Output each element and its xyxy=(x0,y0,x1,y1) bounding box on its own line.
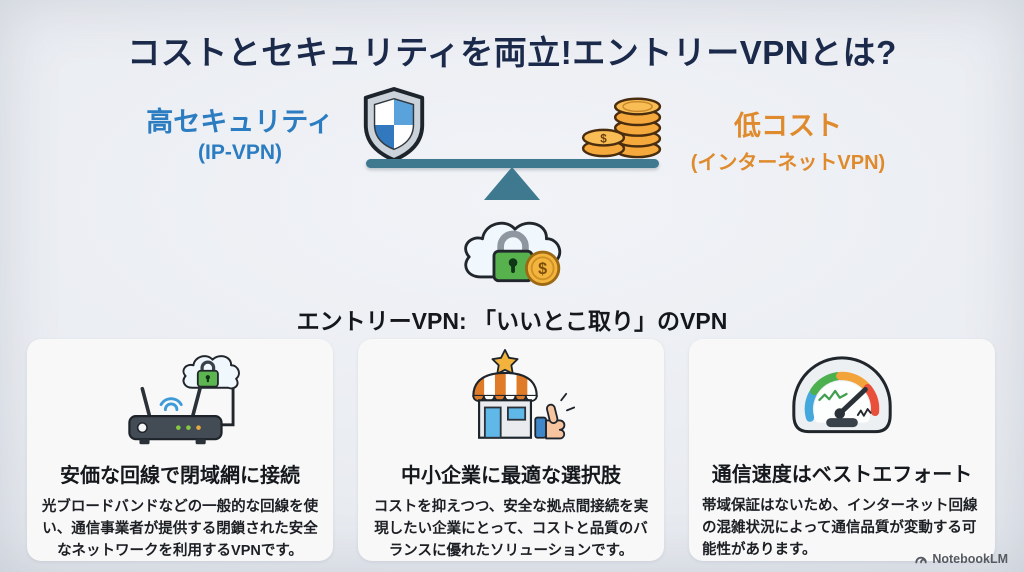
cost-label: 低コスト xyxy=(734,111,842,141)
card-title: 安価な回線で閉域網に接続 xyxy=(60,465,300,487)
card-body: 帯域保証はないため、インターネット回線の混雑状況によって通信品質が変動する可能性… xyxy=(702,497,978,558)
balance-fulcrum xyxy=(484,167,540,200)
svg-text:$: $ xyxy=(538,260,547,278)
page-title: コストとセキュリティを両立!エントリーVPNとは? xyxy=(127,34,897,71)
speedometer-icon xyxy=(778,347,906,454)
cost-sublabel: (インターネットVPN) xyxy=(690,152,886,174)
cost-side-label-group: 低コスト (インターネットVPN) xyxy=(668,104,908,175)
benefit-card-best-effort: 通信速度はベストエフォート 帯域保証はないため、インターネット回線の混雑状況によ… xyxy=(689,339,995,561)
card-body: コストを抑えつつ、安全な拠点間接続を実現したい企業にとって、コストと品質のバラン… xyxy=(373,499,649,560)
security-side-label-group: 高セキュリティ (IP-VPN) xyxy=(126,100,354,165)
notebooklm-label: NotebookLM xyxy=(932,552,1008,566)
router-cloud-icon xyxy=(112,347,249,455)
entry-vpn-tagline: エントリーVPN: 「いいとこ取り」のVPN xyxy=(296,308,728,334)
balance-beam xyxy=(366,159,659,168)
shield-icon xyxy=(358,86,430,169)
notebooklm-watermark: NotebookLM xyxy=(914,552,1008,566)
benefit-cards: 安価な回線で閉域網に接続 光ブロードバンドなどの一般的な回線を使い、通信事業者が… xyxy=(27,339,995,561)
card-body: 光ブロードバンドなどの一般的な回線を使い、通信事業者が提供する閉鎖された安全なネ… xyxy=(41,499,319,560)
benefit-card-sme-choice: 中小企業に最適な選択肢 コストを抑えつつ、安全な拠点間接続を実現したい企業にとっ… xyxy=(358,339,664,561)
svg-text:$: $ xyxy=(600,133,607,146)
storefront-thumbsup-icon xyxy=(443,347,580,455)
cloud-lock-coin-icon: $ xyxy=(452,210,576,303)
notebooklm-logo-icon xyxy=(914,553,928,565)
security-sublabel: (IP-VPN) xyxy=(198,141,282,164)
security-label: 高セキュリティ xyxy=(146,107,334,137)
benefit-card-closed-network: 安価な回線で閉域網に接続 光ブロードバンドなどの一般的な回線を使い、通信事業者が… xyxy=(27,339,333,561)
coins-icon: $ xyxy=(580,90,664,165)
card-title: 通信速度はベストエフォート xyxy=(711,463,973,486)
card-title: 中小企業に最適な選択肢 xyxy=(401,465,621,487)
